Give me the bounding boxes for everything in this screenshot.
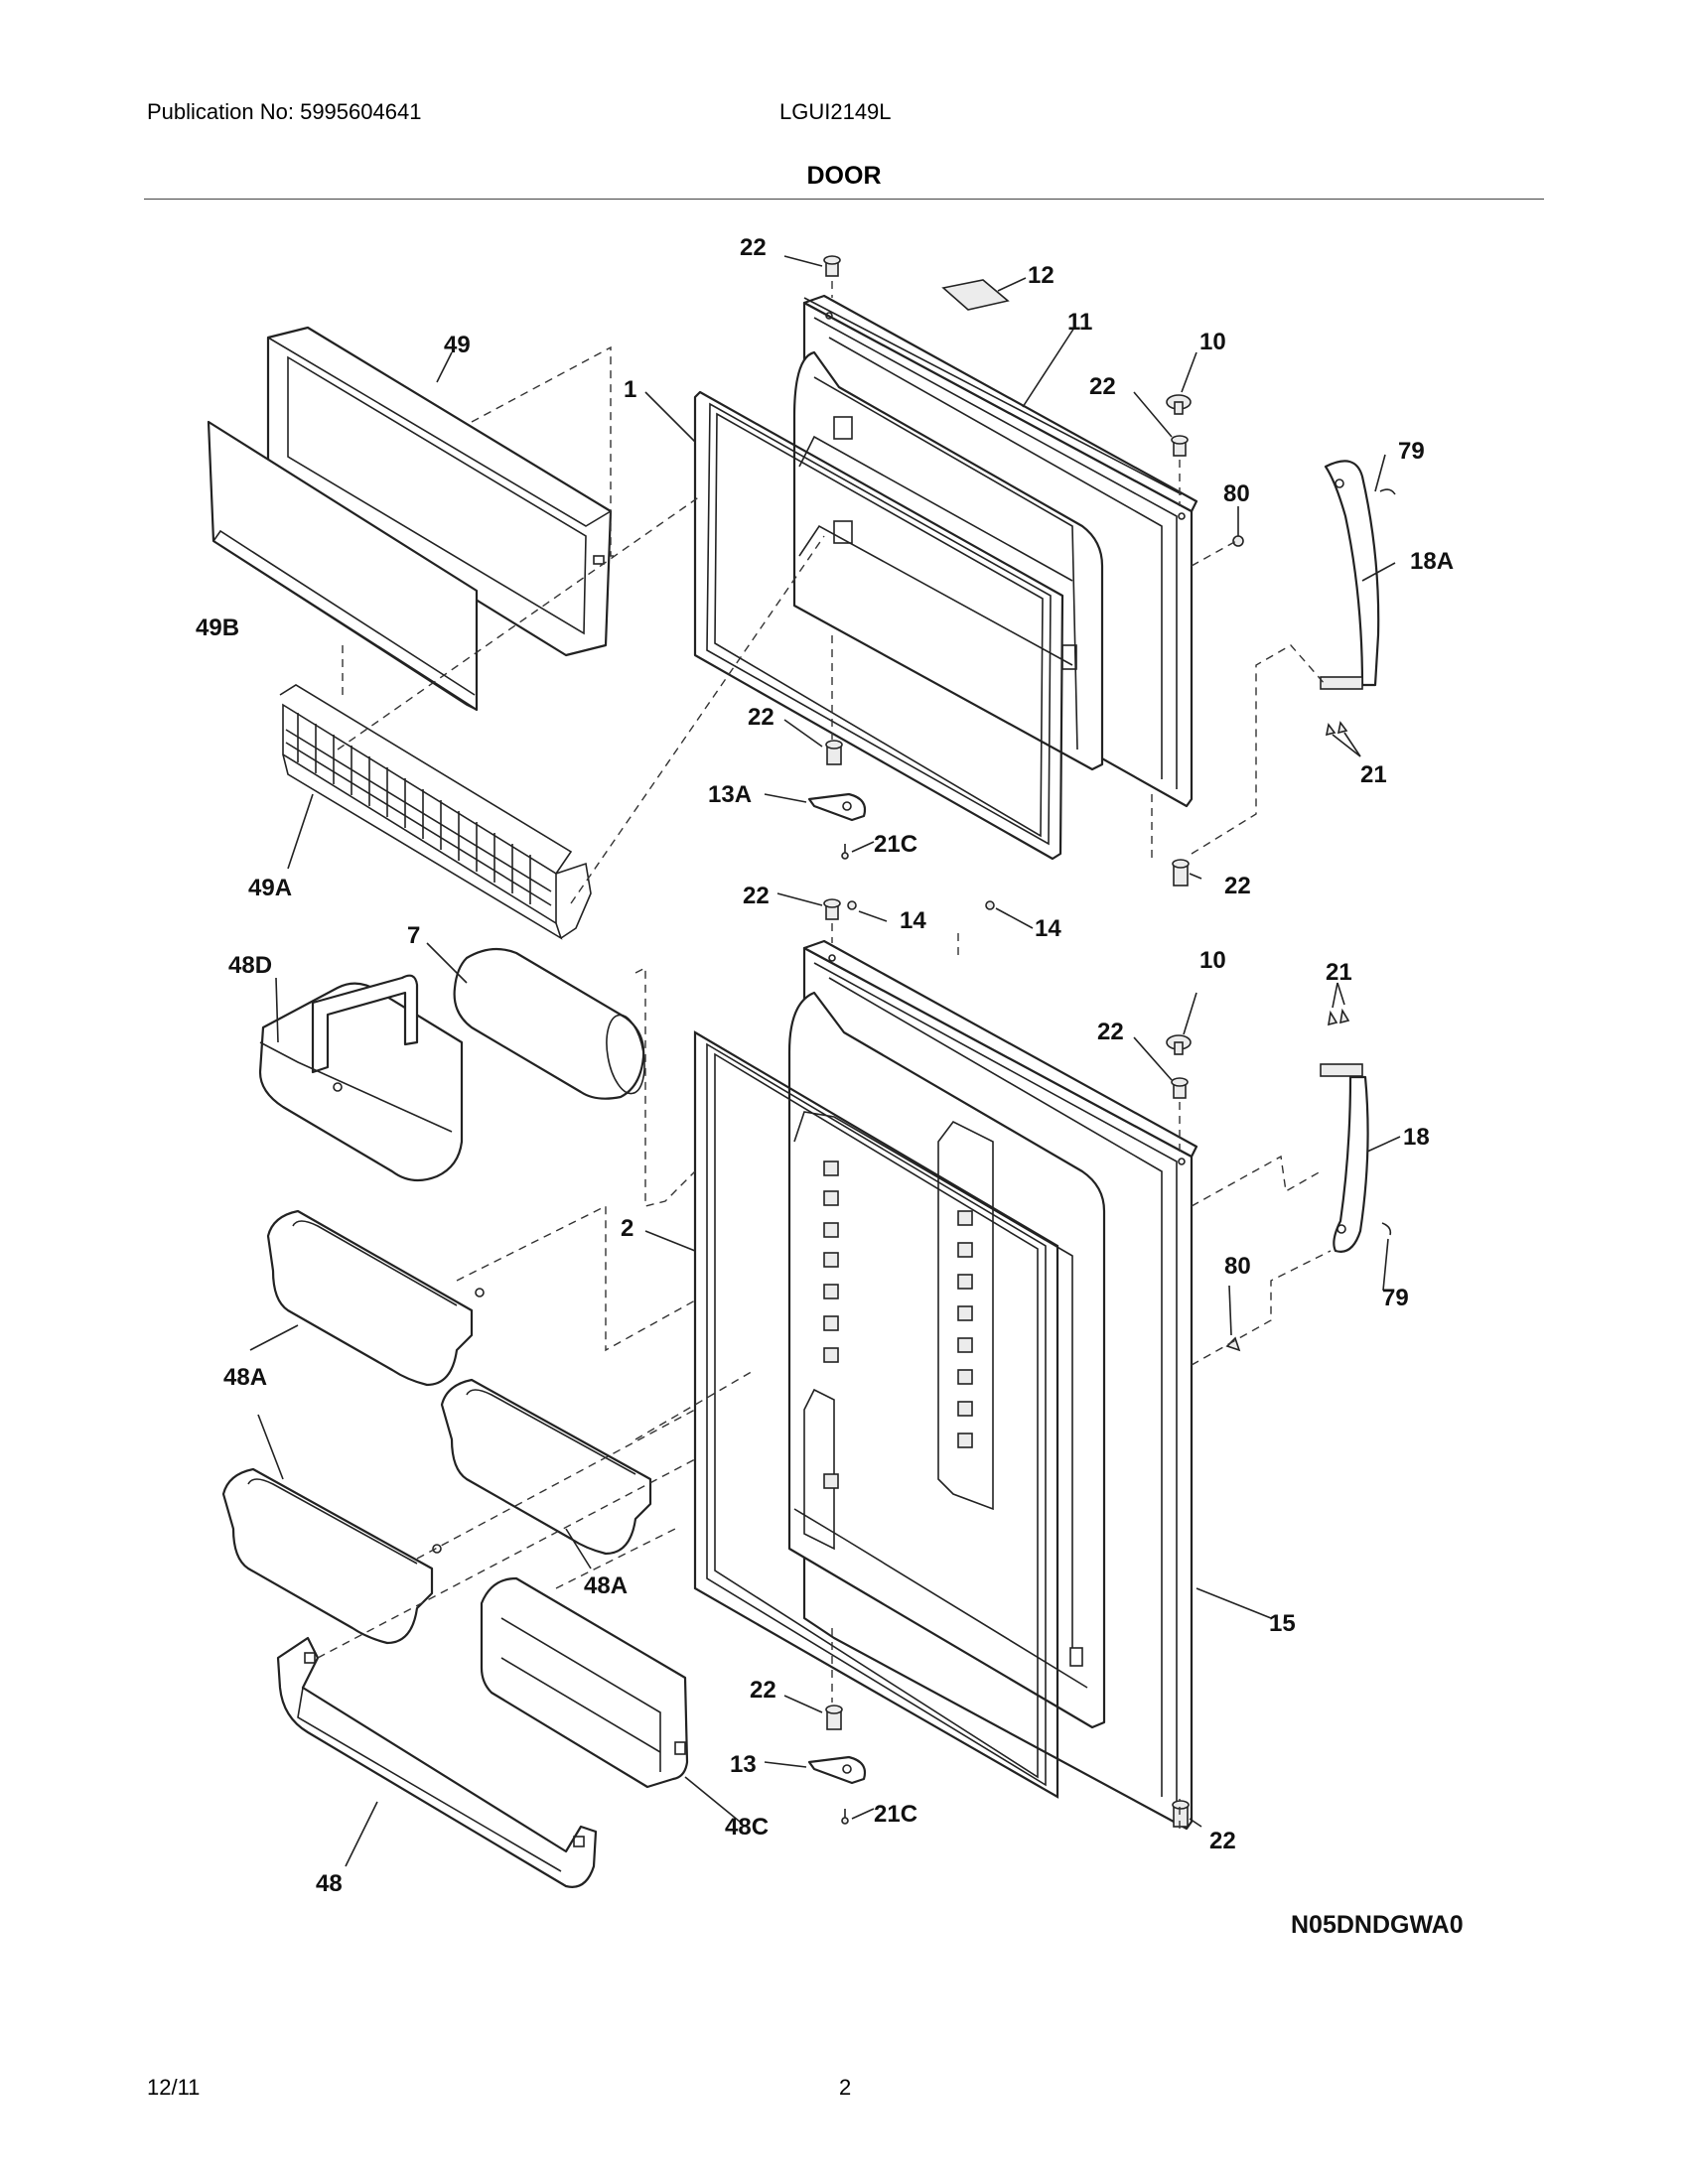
freezer-door-inner-liner (792, 350, 1104, 771)
screw-22-freezer-bottom (825, 740, 843, 765)
callout-14: 14 (900, 907, 926, 934)
callout-18a: 18A (1410, 548, 1454, 575)
shelf-front-49b (207, 420, 479, 712)
callout-22: 22 (743, 883, 770, 909)
fresh-food-handle-18 (1320, 1063, 1392, 1253)
screws-21-upper (1325, 721, 1348, 737)
callout-13a: 13A (708, 781, 752, 808)
callout-48a: 48A (223, 1364, 267, 1391)
egg-carrier-48d (258, 974, 464, 1182)
screw-21c-lower (841, 1809, 849, 1825)
callout-21c: 21C (874, 831, 917, 858)
assembly-guide-lines (317, 281, 1332, 1829)
callout-49b: 49B (196, 614, 239, 641)
callout-21: 21 (1360, 761, 1387, 788)
footer-date: 12/11 (147, 2075, 201, 2100)
footer-page-number: 2 (839, 2075, 852, 2100)
screw-22-lower-hinge (1171, 1077, 1189, 1099)
callout-48a: 48A (584, 1572, 628, 1599)
screw-22-freezer-right-bottom (1172, 859, 1190, 887)
callout-79: 79 (1398, 438, 1425, 465)
callout-48c: 48C (725, 1814, 769, 1841)
screw-22-top-freezer (823, 255, 841, 277)
callout-79: 79 (1382, 1285, 1409, 1311)
nameplate-12 (941, 279, 1010, 311)
screw-22-fresh-bottom (825, 1705, 843, 1730)
callout-22: 22 (1209, 1828, 1236, 1854)
callout-18: 18 (1403, 1124, 1430, 1151)
callout-48d: 48D (228, 952, 272, 979)
callout-leaders (249, 255, 1401, 1867)
hinge-cap-10-upper (1166, 394, 1192, 415)
callout-1: 1 (624, 376, 636, 403)
drawing-code: N05DNDGWA0 (1291, 1911, 1464, 1939)
callout-14: 14 (1035, 915, 1061, 942)
callout-2: 2 (621, 1215, 633, 1242)
callout-12: 12 (1028, 262, 1055, 289)
model-number: LGUI2149L (779, 99, 892, 124)
callout-22: 22 (740, 234, 767, 261)
door-bin-48a-middle (440, 1378, 652, 1556)
callout-13: 13 (730, 1751, 757, 1778)
header-divider (144, 199, 1544, 200)
door-bin-48c (480, 1576, 689, 1789)
freezer-door-gasket (693, 390, 1064, 861)
callout-22: 22 (750, 1677, 776, 1704)
callout-labels: 22 12 11 10 22 49 1 79 80 18A 49B 22 13A… (196, 234, 1454, 1897)
freezer-handle-18a (1320, 460, 1396, 690)
callout-10: 10 (1199, 947, 1226, 974)
callout-22: 22 (1097, 1019, 1124, 1045)
door-bin-48 (276, 1636, 598, 1888)
wire-basket-49a (279, 684, 592, 940)
screw-22-top-fresh (823, 898, 841, 920)
callout-22: 22 (748, 704, 774, 731)
screw-14-a (847, 900, 857, 910)
hinge-13 (807, 1755, 867, 1785)
dairy-bin-7 (453, 947, 645, 1100)
screw-22-fresh-right-bottom (1172, 1800, 1190, 1828)
callout-10: 10 (1199, 329, 1226, 355)
publication-number: Publication No: 5995604641 (147, 99, 422, 124)
screw-22-upper-hinge (1171, 435, 1189, 457)
callout-21c: 21C (874, 1801, 917, 1828)
door-bin-48a-lower (221, 1467, 442, 1645)
screw-21c-upper (841, 844, 849, 860)
fresh-food-door-gasket (693, 1030, 1059, 1799)
callout-7: 7 (407, 922, 420, 949)
callout-49: 49 (444, 332, 471, 358)
callout-49a: 49A (248, 875, 292, 901)
callout-15: 15 (1269, 1610, 1296, 1637)
section-title: DOOR (806, 162, 882, 190)
callout-80: 80 (1223, 480, 1250, 507)
screws-21-lower (1328, 1008, 1350, 1026)
callout-48: 48 (316, 1870, 343, 1897)
callout-80: 80 (1224, 1253, 1251, 1280)
hinge-13a (807, 792, 867, 822)
hinge-cap-10-lower (1166, 1034, 1192, 1055)
screw-14-b (985, 900, 995, 910)
callout-22: 22 (1089, 373, 1116, 400)
door-bin-48a-upper (266, 1209, 485, 1387)
callout-21: 21 (1326, 959, 1352, 986)
fresh-food-door-inner-liner (787, 991, 1106, 1729)
callout-22: 22 (1224, 873, 1251, 899)
callout-11: 11 (1067, 309, 1092, 336)
screw-80-upper (1232, 535, 1244, 547)
